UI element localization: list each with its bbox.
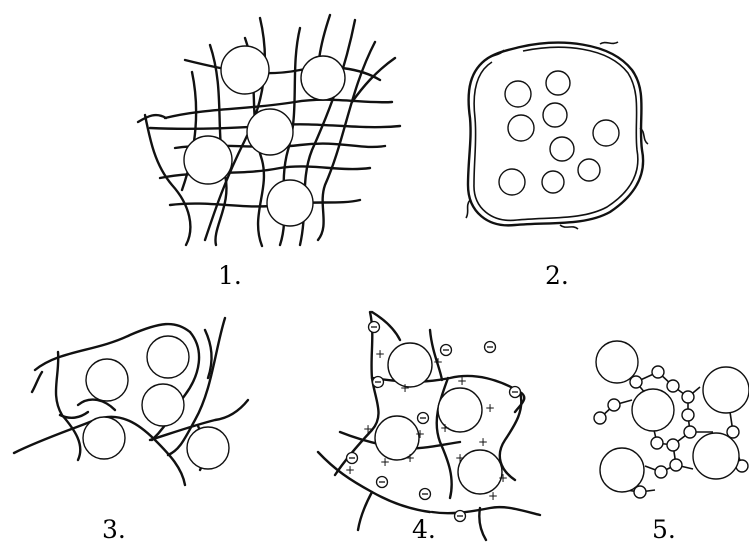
positive-charge-icon: + [485, 401, 495, 415]
positive-charge-icon: + [345, 463, 355, 477]
panel-1-particle [184, 136, 232, 184]
panel-3-particle [142, 384, 184, 426]
positive-charge-icon: + [498, 471, 508, 485]
positive-charge-icon: + [457, 374, 467, 388]
panel-2-label: 2. [545, 261, 569, 290]
positive-charge-icon: + [375, 347, 385, 361]
panel-5-bridged-particles: 5. [594, 341, 749, 544]
positive-charge-icon: + [440, 421, 450, 435]
panel-2-particle [542, 171, 564, 193]
panel-3-label: 3. [102, 515, 126, 544]
panel-2-particle [546, 71, 570, 95]
panel-1-label: 1. [218, 261, 242, 290]
panel-5-particle [596, 341, 638, 383]
panel-3-branched-network: 3. [14, 318, 248, 544]
panel-2-particle [543, 103, 567, 127]
panel-2-particle [508, 115, 534, 141]
panel-5-particle [693, 433, 739, 479]
positive-charge-icon: + [488, 489, 498, 503]
positive-charge-icon: + [400, 381, 410, 395]
positive-charge-icon: + [380, 455, 390, 469]
panel-3-particle [86, 359, 128, 401]
panel-1-particle [301, 56, 345, 100]
panel-3-particle [83, 417, 125, 459]
panel-2-particle [505, 81, 531, 107]
panel-4-label: 4. [412, 515, 436, 544]
panel-5-label: 5. [652, 515, 676, 544]
positive-charge-icon: + [363, 422, 373, 436]
panel-4-fibers [318, 312, 540, 540]
panel-1-particle [221, 46, 269, 94]
positive-charge-icon: + [415, 427, 425, 441]
panel-3-particle [147, 336, 189, 378]
panel-1-particle [267, 180, 313, 226]
panel-2-particle [578, 159, 600, 181]
positive-charge-icon: + [478, 435, 488, 449]
panel-2-particle [593, 120, 619, 146]
panel-2-encapsulated: 2. [466, 42, 648, 290]
panel-4-charged-network: + + + + + + + + + + + + + + + 4. [318, 312, 540, 544]
panel-2-particle [550, 137, 574, 161]
panel-3-particle [187, 427, 229, 469]
panel-1-fiber-network: 1. [138, 15, 400, 290]
panel-5-particle [600, 448, 644, 492]
positive-charge-icon: + [433, 355, 443, 369]
panel-2-particle [499, 169, 525, 195]
positive-charge-icon: + [455, 451, 465, 465]
panel-5-particle [632, 389, 674, 431]
panel-5-particle [703, 367, 749, 413]
positive-charge-icon: + [405, 451, 415, 465]
panel-1-particle [247, 109, 293, 155]
